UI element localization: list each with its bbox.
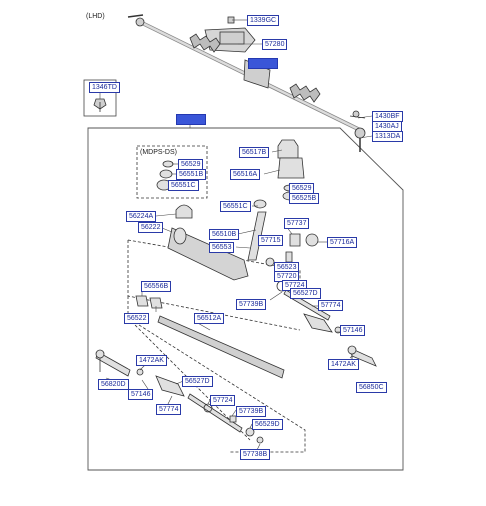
part-label-1472AK[interactable]: 1472AK [136,355,167,366]
part-label-1472AK-b[interactable]: 1472AK [328,359,359,370]
part-label-56222[interactable]: 56222 [138,222,164,233]
part-label-56529D[interactable]: 56529D [252,419,283,430]
variant-label: (LHD) [86,13,105,20]
boot-57774-left [155,375,185,397]
part-label-56553[interactable]: 56553 [209,242,235,253]
housing-56516A [277,157,305,179]
part-label-56527D[interactable]: 56527D [290,288,321,299]
part-label-56522[interactable]: 56522 [124,313,150,324]
part-label-57738B[interactable]: 57738B [240,449,271,460]
part-label-56525B[interactable]: 56525B [289,193,320,204]
part-label-56500B[interactable]: 56500B [248,58,279,69]
part-label-56551B[interactable]: 56551B [176,169,207,180]
part-label-57774[interactable]: 57774 [318,300,344,311]
part-label-56551C[interactable]: 56551C [168,180,199,191]
rack-housing [167,227,249,281]
part-label-57739B[interactable]: 57739B [236,299,267,310]
part-label-56510B[interactable]: 56510B [209,229,240,240]
part-label-56527D-b[interactable]: 56527D [182,376,213,387]
assembled-rack [127,14,366,152]
mdps-ds-inset-box [136,145,208,199]
part-label-57280[interactable]: 57280 [262,39,288,50]
inner-tie-rod-left [187,393,243,433]
mdps-ds-title: (MDPS-DS) [140,149,177,156]
part-label-57716A[interactable]: 57716A [327,237,358,248]
bolt-1346TD [83,79,117,117]
rack-bar-56512A [157,315,285,379]
plug-57716A [305,233,319,247]
part-label-57146-b[interactable]: 57146 [128,389,154,400]
exploded-view-outline [87,127,404,471]
part-label-1339GC[interactable]: 1339GC [247,15,280,26]
nut-1472AK-left [136,368,144,376]
part-label-56500A[interactable]: 56500A [176,114,207,125]
bushing-56522 [149,297,163,309]
clip-57739B-left [229,415,237,423]
part-label-57739B-b[interactable]: 57739B [236,406,267,417]
part-label-56551C-b[interactable]: 56551C [220,201,251,212]
part-label-1346TD[interactable]: 1346TD [89,82,120,93]
part-label-56224A[interactable]: 56224A [126,211,157,222]
nut-57738B [256,436,264,444]
part-label-57715[interactable]: 57715 [258,235,284,246]
part-label-57737[interactable]: 57737 [284,218,310,229]
seal-56551B [159,169,173,179]
clamp-56224A [175,204,193,219]
part-label-56556B[interactable]: 56556B [141,281,172,292]
part-label-57774-b[interactable]: 57774 [156,404,182,415]
pinion-shaft-56510B [247,211,267,261]
part-label-56512A[interactable]: 56512A [194,313,225,324]
yoke-57737 [289,233,301,247]
nut-56523 [265,257,275,267]
boot-56517B [277,139,299,159]
boot-57774-right [303,313,333,333]
part-label-56516A[interactable]: 56516A [230,169,261,180]
part-label-56820D[interactable]: 56820D [98,379,129,390]
part-label-57146[interactable]: 57146 [340,325,366,336]
washer-56529 [162,160,174,168]
part-label-56850C[interactable]: 56850C [356,382,387,393]
part-label-57724-b[interactable]: 57724 [210,395,236,406]
pin-57715 [285,251,293,263]
part-label-1313DA[interactable]: 1313DA [372,131,404,142]
part-label-56517B[interactable]: 56517B [239,147,270,158]
bushing-56556B [135,295,149,307]
cap-56551C-b [253,199,267,209]
